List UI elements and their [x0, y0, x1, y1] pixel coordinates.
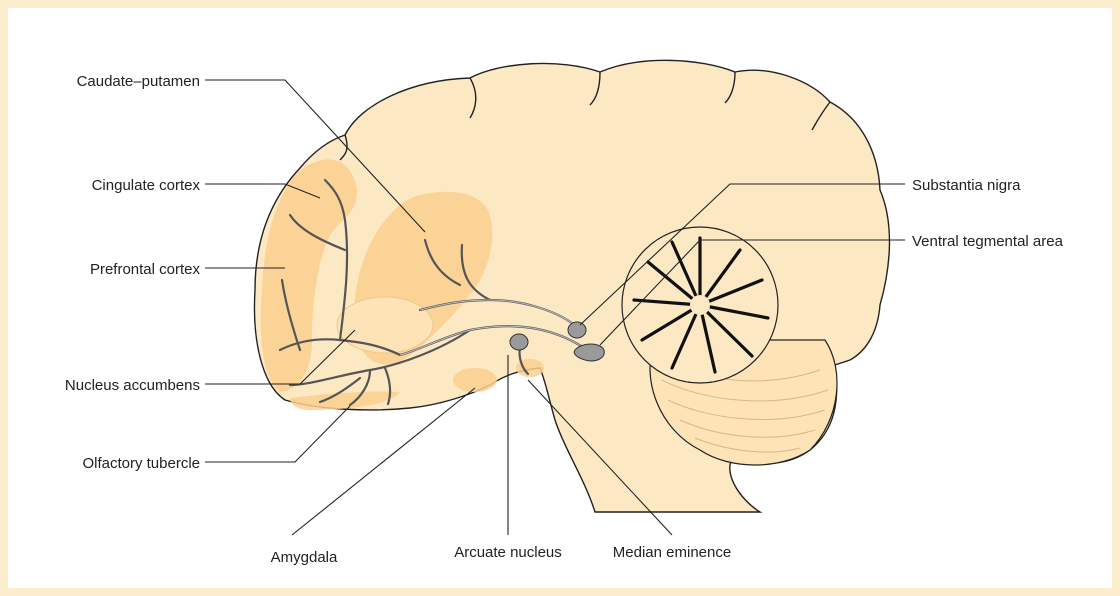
label-substantia-nigra: Substantia nigra — [912, 177, 1021, 194]
substantia-nigra-nucleus — [568, 322, 586, 338]
label-nucleus-accumbens: Nucleus accumbens — [65, 377, 200, 394]
label-amygdala: Amygdala — [271, 549, 338, 566]
label-cingulate-cortex: Cingulate cortex — [92, 177, 201, 194]
label-arcuate-nucleus: Arcuate nucleus — [454, 544, 562, 561]
label-ventral-tegmental-area: Ventral tegmental area — [912, 233, 1064, 250]
label-prefrontal-cortex: Prefrontal cortex — [90, 261, 201, 278]
label-median-eminence: Median eminence — [613, 544, 731, 561]
arcuate-nucleus-body — [510, 334, 528, 350]
nucleus-accumbens-region — [337, 297, 433, 353]
label-caudate-putamen: Caudate–putamen — [77, 73, 200, 90]
label-olfactory-tubercle: Olfactory tubercle — [82, 455, 200, 472]
